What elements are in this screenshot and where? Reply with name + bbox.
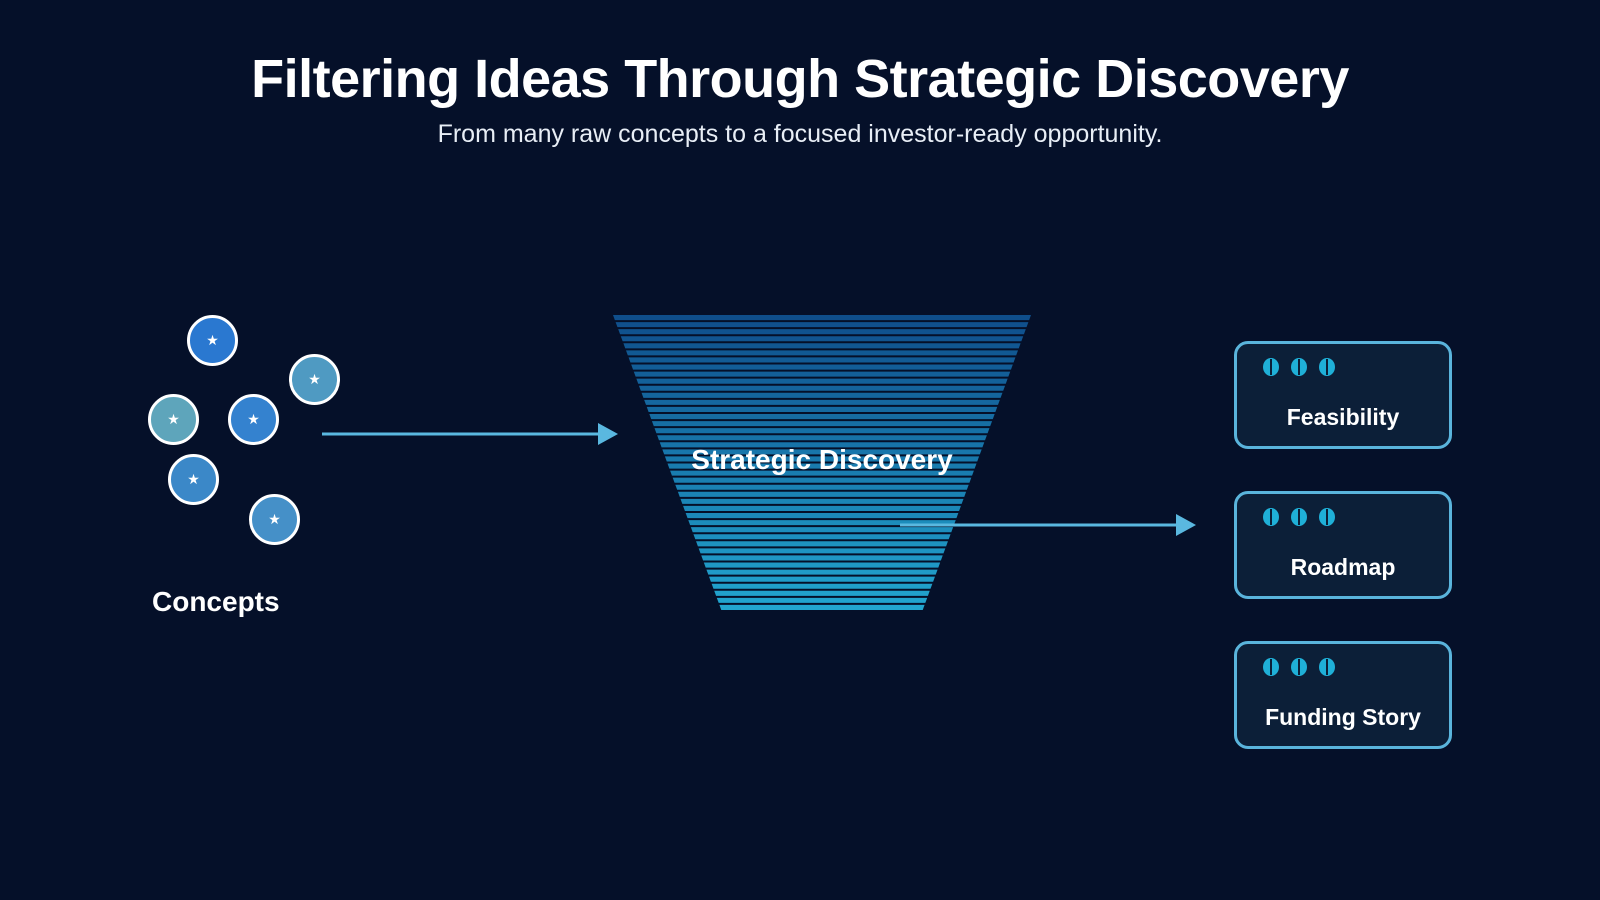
funnel-stripe: [623, 343, 1021, 349]
brain-icon: [1319, 508, 1335, 526]
star-icon: ★: [206, 332, 219, 348]
output-card-label: Feasibility: [1286, 404, 1400, 430]
page-subtitle: From many raw concepts to a focused inve…: [437, 120, 1163, 148]
concept-bubble: ★: [289, 354, 340, 405]
output-card-funding-story: Funding Story: [1234, 641, 1452, 749]
funnel-stripe: [701, 555, 943, 561]
funnel-stripe: [688, 520, 956, 526]
funnel-stripe: [716, 597, 928, 603]
funnel-stripe: [620, 336, 1024, 342]
funnel-stripe: [651, 421, 993, 427]
funnel-stripe: [644, 399, 1000, 405]
brain-icon: [1291, 358, 1307, 376]
funnel-stripe: [680, 498, 964, 504]
funnel-stripe: [677, 491, 967, 497]
funnel-stripe: [709, 576, 935, 582]
funnel-stripe: [657, 435, 987, 441]
concept-bubble: ★: [228, 394, 279, 445]
funnel-stripe: [633, 371, 1011, 377]
funnel-stripe: [711, 583, 933, 589]
output-card-roadmap: Roadmap: [1234, 491, 1452, 599]
funnel-stripe: [664, 456, 980, 462]
star-icon: ★: [247, 411, 260, 427]
funnel-stripe: [641, 392, 1003, 398]
funnel-stripe: [672, 477, 972, 483]
funnel-output-arrow-head: [1176, 514, 1196, 536]
concepts-arrow-head: [598, 423, 618, 445]
output-card-feasibility: Feasibility: [1234, 341, 1452, 449]
funnel-stripe: [625, 350, 1019, 356]
funnel-stripe: [618, 329, 1026, 335]
concept-bubble: ★: [187, 315, 238, 366]
star-icon: ★: [308, 371, 321, 387]
funnel-stripe: [675, 484, 969, 490]
funnel-stripe: [714, 590, 930, 596]
funnel-stripe: [696, 541, 948, 547]
funnel-stripe: [667, 463, 977, 469]
funnel-stripe: [654, 428, 990, 434]
funnel-stripe: [719, 604, 925, 610]
funnel-stripe: [670, 470, 974, 476]
funnel-stripe: [636, 378, 1008, 384]
funnel-stripe: [703, 562, 941, 568]
funnel-stripe: [615, 322, 1029, 328]
funnel-stripe: [706, 569, 938, 575]
funnel-stripe: [613, 315, 1031, 321]
brain-icon: [1263, 508, 1279, 526]
concept-bubble: ★: [168, 454, 219, 505]
funnel-stripe: [646, 406, 998, 412]
brain-icon: [1319, 658, 1335, 676]
funnel-stripe: [690, 527, 954, 533]
star-icon: ★: [187, 471, 200, 487]
concept-bubble: ★: [148, 394, 199, 445]
funnel-stripe: [659, 442, 985, 448]
funnel-stripe: [693, 534, 951, 540]
page-title: Filtering Ideas Through Strategic Discov…: [251, 49, 1349, 109]
brain-icon: [1291, 508, 1307, 526]
concept-bubble: ★: [249, 494, 300, 545]
brain-icon: [1291, 658, 1307, 676]
brain-icon: [1263, 358, 1279, 376]
brain-icon: [1319, 358, 1335, 376]
funnel-stripe: [628, 357, 1016, 363]
funnel-label: Strategic Discovery: [691, 444, 953, 475]
output-card-label: Roadmap: [1290, 554, 1396, 580]
output-card-label: Funding Story: [1265, 704, 1421, 730]
funnel-stripe: [698, 548, 946, 554]
funnel-stripe: [649, 414, 995, 420]
funnel: [613, 315, 1031, 610]
funnel-stripe: [685, 513, 959, 519]
funnel-stripe: [683, 505, 961, 511]
funnel-stripe: [638, 385, 1006, 391]
funnel-stripe: [631, 364, 1013, 370]
concepts-label: Concepts: [152, 586, 280, 617]
star-icon: ★: [268, 511, 281, 527]
star-icon: ★: [167, 411, 180, 427]
funnel-stripe: [662, 449, 982, 455]
brain-icon: [1263, 658, 1279, 676]
